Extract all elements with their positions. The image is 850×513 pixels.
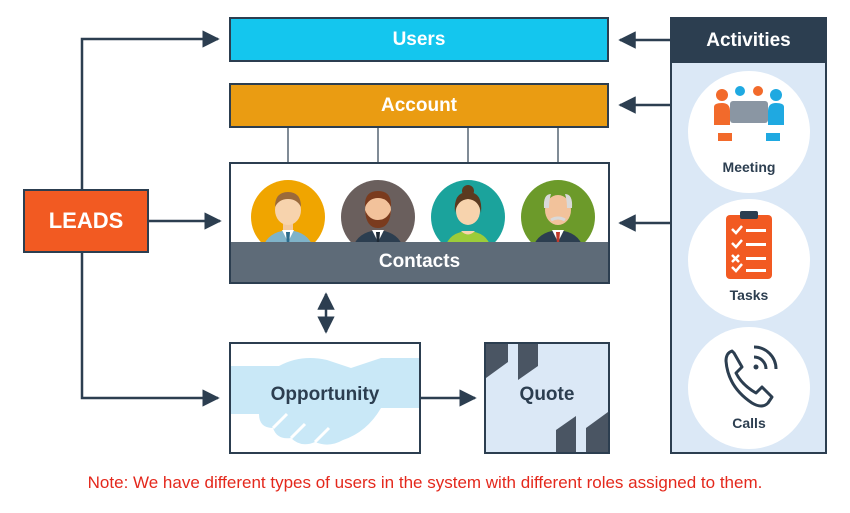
meeting-icon (714, 86, 784, 141)
users-node: Users (229, 17, 609, 62)
meeting-label: Meeting (722, 159, 776, 175)
arrow-leads-to-users (80, 30, 220, 189)
tasks-label: Tasks (729, 287, 769, 303)
account-node: Account (229, 83, 609, 128)
footnote: Note: We have different types of users i… (87, 473, 763, 492)
avatar-bearded-man-icon (341, 180, 415, 254)
opportunity-label: Opportunity (270, 384, 380, 405)
quote-label: Quote (519, 384, 575, 405)
contacts-node: Contacts (229, 162, 610, 284)
opportunity-node: Opportunity (229, 342, 421, 454)
arrow-leads-to-opportunity (80, 253, 220, 407)
leads-node: LEADS (23, 189, 149, 253)
activities-panel: Activities Meeting (670, 17, 827, 454)
users-label: Users (392, 28, 446, 50)
account-label: Account (381, 94, 457, 116)
quote-marks-icon (486, 344, 608, 452)
calls-label: Calls (732, 415, 766, 431)
activity-meeting: Meeting (688, 71, 810, 193)
calls-icon (724, 345, 778, 408)
handshake-icon (231, 358, 419, 445)
leads-label: LEADS (48, 208, 124, 233)
contacts-bar: Contacts (231, 242, 608, 282)
activity-calls: Calls (688, 327, 810, 449)
activities-header: Activities (672, 19, 825, 63)
quote-node: Quote (484, 342, 610, 454)
contacts-label: Contacts (378, 251, 461, 272)
avatar-older-man-icon (521, 180, 595, 254)
tasks-icon (726, 211, 772, 279)
activities-title: Activities (706, 30, 791, 51)
activity-tasks: Tasks (688, 199, 810, 321)
